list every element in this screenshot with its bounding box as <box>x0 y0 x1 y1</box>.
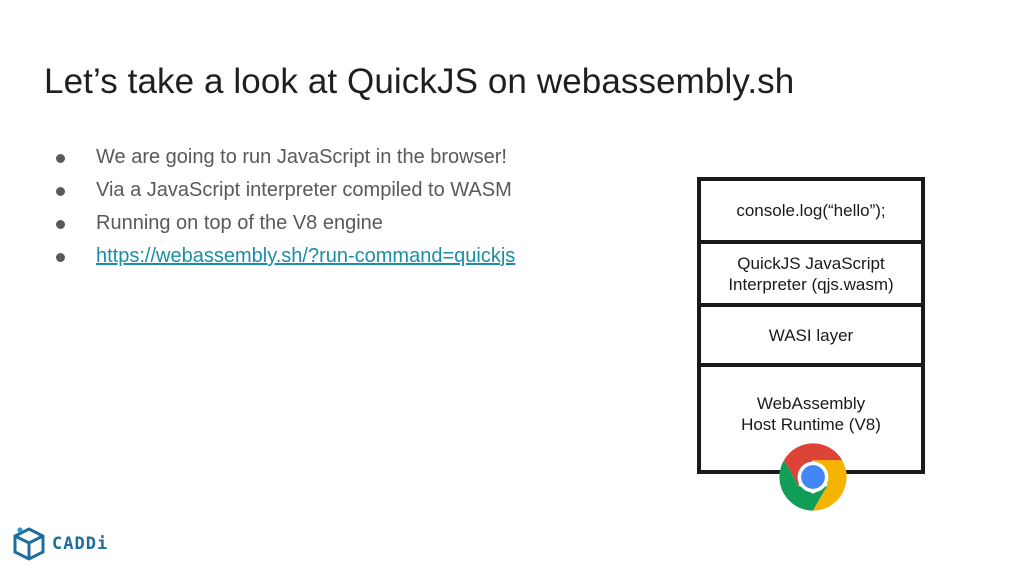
bullet-dot-icon <box>56 220 65 229</box>
layer-console-log: console.log(“hello”); <box>697 177 925 240</box>
bullet-dot-icon <box>56 154 65 163</box>
layer-label: WebAssembly <box>756 394 866 413</box>
layer-label: WASI layer <box>768 325 854 345</box>
company-logo: CADDi <box>12 526 108 562</box>
bullet-item: Via a JavaScript interpreter compiled to… <box>53 174 515 207</box>
bullet-item: https://webassembly.sh/?run-command=quic… <box>53 240 515 273</box>
layer-label: console.log(“hello”); <box>736 201 886 220</box>
layer-label-line2: Host Runtime (V8) <box>741 415 881 434</box>
bullet-dot-icon <box>56 253 65 262</box>
chrome-icon <box>779 443 847 511</box>
bullet-item: Running on top of the V8 engine <box>53 207 515 240</box>
layer-label-line2: Interpreter (qjs.wasm) <box>728 274 894 294</box>
bullet-dot-icon <box>56 187 65 196</box>
layer-quickjs-interpreter: QuickJS JavaScript Interpreter (qjs.wasm… <box>697 240 925 303</box>
webassembly-sh-link[interactable]: https://webassembly.sh/?run-command=quic… <box>96 245 516 267</box>
logo-text: CADDi <box>52 534 109 554</box>
bullet-text: Running on top of the V8 engine <box>96 212 383 234</box>
cube-logo-icon <box>13 527 45 561</box>
slide-title: Let’s take a look at QuickJS on webassem… <box>44 62 795 101</box>
architecture-stack-diagram: console.log(“hello”); QuickJS JavaScript… <box>697 177 925 474</box>
bullet-text: Via a JavaScript interpreter compiled to… <box>96 179 512 201</box>
bullet-text: We are going to run JavaScript in the br… <box>96 146 507 168</box>
layer-label: QuickJS JavaScript <box>737 253 885 273</box>
layer-wasi: WASI layer <box>697 303 925 363</box>
bullet-list: We are going to run JavaScript in the br… <box>53 141 515 273</box>
bullet-item: We are going to run JavaScript in the br… <box>53 141 515 174</box>
